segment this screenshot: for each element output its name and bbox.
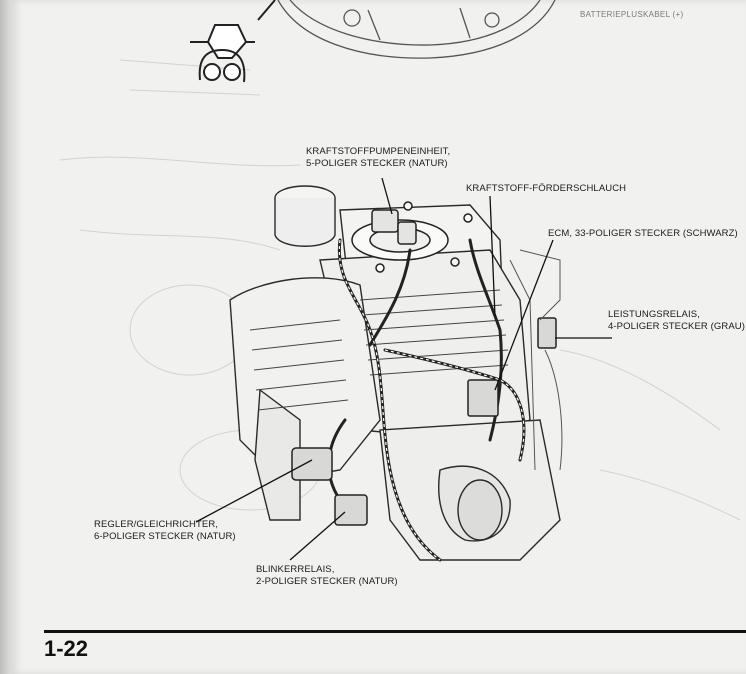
power-relay-connector bbox=[537, 317, 557, 349]
callout-line: 6-POLIGER STECKER (NATUR) bbox=[94, 531, 236, 542]
callout-line: 5-POLIGER STECKER (NATUR) bbox=[306, 158, 448, 169]
regulator-connector bbox=[291, 447, 333, 481]
callout-fuel-hose: KRAFTSTOFF-FÖRDERSCHLAUCH bbox=[466, 183, 626, 195]
page-number: 1-22 bbox=[44, 636, 89, 661]
turn-relay-connector bbox=[334, 494, 368, 526]
callout-power-relay: LEISTUNGSRELAIS, 4-POLIGER STECKER (GRAU… bbox=[608, 309, 745, 333]
ecm-connector bbox=[467, 379, 499, 417]
footer-rule bbox=[44, 630, 746, 633]
callout-line: KRAFTSTOFFPUMPENEINHEIT, bbox=[306, 146, 451, 157]
harness-highlight bbox=[338, 239, 525, 561]
fuel-pump-unit bbox=[351, 201, 473, 273]
header-cable-label: BATTERIEPLUSKABEL (+) bbox=[580, 10, 684, 19]
callout-regulator: REGLER/GLEICHRICHTER, 6-POLIGER STECKER … bbox=[94, 519, 236, 543]
callout-ecm: ECM, 33-POLIGER STECKER (SCHWARZ) bbox=[548, 228, 738, 240]
show-through-lines bbox=[59, 59, 741, 521]
callout-fuel-pump: KRAFTSTOFFPUMPENEINHEIT, 5-POLIGER STECK… bbox=[306, 146, 450, 170]
tank-outline-top bbox=[277, 0, 556, 59]
callout-line: 4-POLIGER STECKER (GRAU) bbox=[608, 321, 746, 332]
callout-line: KRAFTSTOFF-FÖRDERSCHLAUCH bbox=[466, 183, 627, 194]
connectors bbox=[291, 317, 557, 526]
callout-line: ECM, 33-POLIGER STECKER (SCHWARZ) bbox=[548, 228, 738, 239]
callout-turn-relay: BLINKERRELAIS, 2-POLIGER STECKER (NATUR) bbox=[256, 564, 398, 588]
clip-detail bbox=[190, 0, 276, 83]
callout-line: 2-POLIGER STECKER (NATUR) bbox=[256, 576, 398, 587]
callout-line: REGLER/GLEICHRICHTER, bbox=[94, 519, 219, 530]
leader-lines bbox=[195, 177, 612, 561]
callout-line: LEISTUNGSRELAIS, bbox=[608, 309, 700, 320]
cooling-fins bbox=[249, 289, 509, 411]
callout-line: BLINKERRELAIS, bbox=[256, 564, 335, 575]
